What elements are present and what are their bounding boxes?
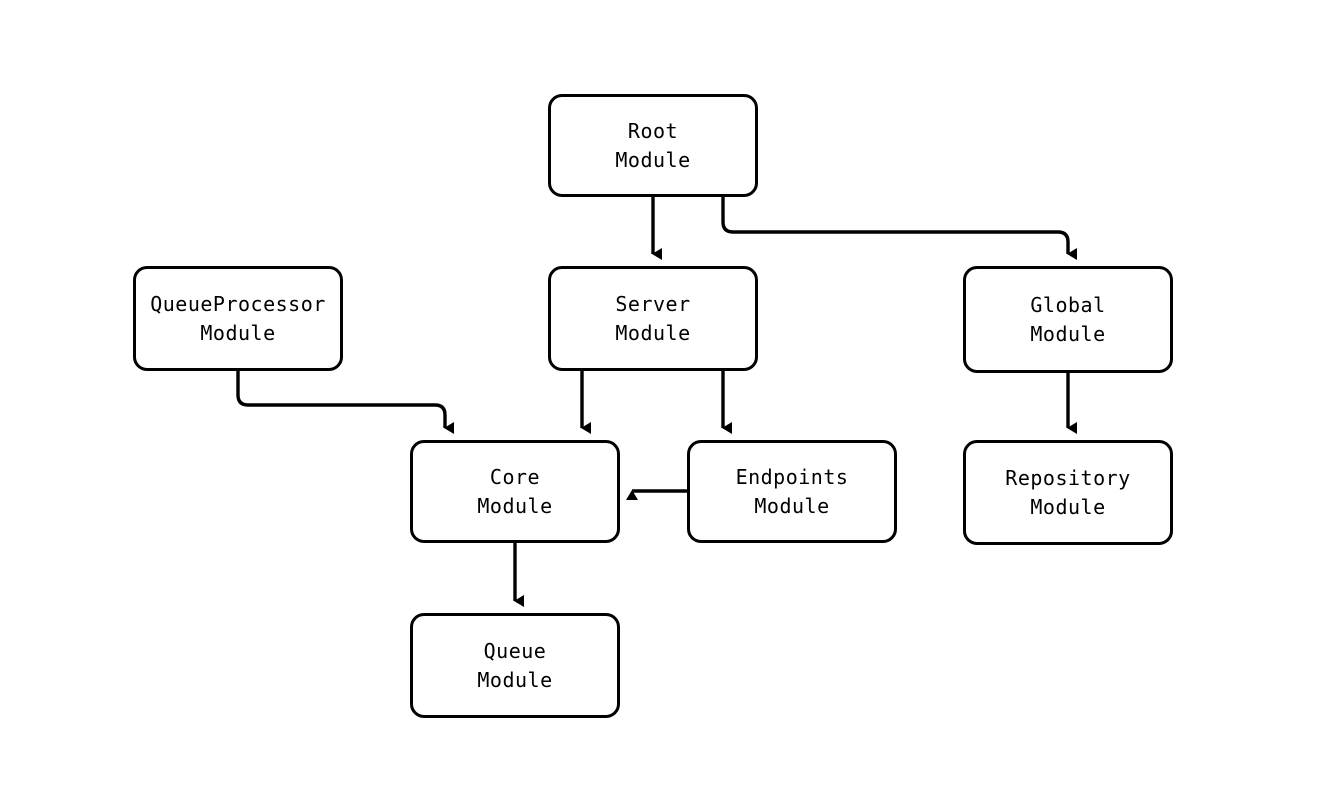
node-queueprocessor-name: QueueProcessor <box>150 292 326 317</box>
edge-root-to-global <box>721 197 1077 260</box>
node-root[interactable]: Root Module <box>548 94 758 197</box>
node-endpoints[interactable]: Endpoints Module <box>687 440 897 543</box>
node-core-suffix: Module <box>477 493 553 518</box>
node-repository-name: Repository <box>1005 466 1131 491</box>
node-root-name: Root <box>627 119 679 144</box>
node-server[interactable]: Server Module <box>548 266 758 371</box>
node-repository-suffix: Module <box>1030 494 1106 519</box>
node-queue-suffix: Module <box>477 667 553 692</box>
node-endpoints-suffix: Module <box>754 493 830 518</box>
node-queueprocessor[interactable]: QueueProcessor Module <box>133 266 343 371</box>
node-queue-name: Queue <box>483 639 547 664</box>
node-queueprocessor-suffix: Module <box>200 320 276 345</box>
node-endpoints-name: Endpoints <box>735 465 849 490</box>
node-server-name: Server <box>615 292 691 317</box>
node-global-name: Global <box>1030 293 1106 318</box>
node-server-suffix: Module <box>615 320 691 345</box>
node-core-name: Core <box>489 465 541 490</box>
node-global-suffix: Module <box>1030 321 1106 346</box>
node-core[interactable]: Core Module <box>410 440 620 543</box>
node-repository[interactable]: Repository Module <box>963 440 1173 545</box>
node-queue[interactable]: Queue Module <box>410 613 620 718</box>
edge-queueprocessor-to-core <box>236 371 454 434</box>
node-global[interactable]: Global Module <box>963 266 1173 373</box>
node-root-suffix: Module <box>615 147 691 172</box>
